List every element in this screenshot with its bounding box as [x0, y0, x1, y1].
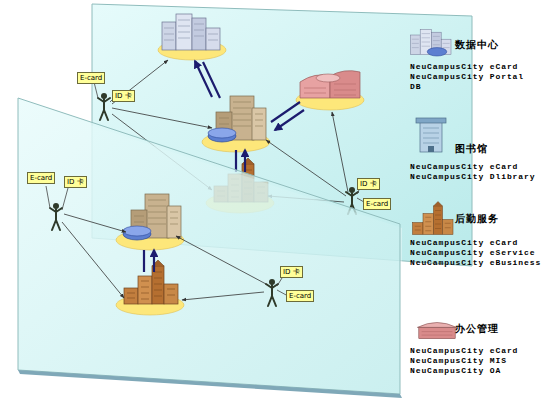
product-name: NeuCampusCity eCard: [410, 162, 518, 172]
bold-double-arrow: [236, 150, 245, 172]
product-name: NeuCampusCity eCard: [410, 238, 518, 248]
service-building: [124, 260, 178, 304]
bold-double-arrow: [144, 250, 154, 272]
sign-text: E-card: [30, 173, 52, 183]
card-sign: ID 卡: [357, 178, 380, 190]
product-name: DB: [410, 82, 421, 92]
center-building: [208, 96, 266, 142]
product-name: NeuCampusCity eCard: [410, 346, 518, 356]
front-panel: [18, 98, 400, 394]
center-building: [123, 194, 181, 240]
access-line: [62, 222, 124, 298]
product-name: NeuCampusCity eService: [410, 248, 535, 258]
product-name: NeuCampusCity eCard: [410, 62, 518, 72]
legend-heading: 数据中心: [455, 38, 499, 52]
access-line: [332, 112, 348, 192]
card-sign: E-card: [363, 198, 391, 210]
sign-text: E-card: [80, 73, 102, 83]
product-name: NeuCampusCity OA: [410, 366, 501, 376]
card-sign: ID 卡: [280, 266, 303, 278]
card-sign: E-card: [77, 72, 105, 84]
card-sign: ID 卡: [64, 176, 87, 188]
legend-heading: 办公管理: [455, 322, 499, 336]
person: [266, 279, 278, 306]
product-name: NeuCampusCity eBusiness: [410, 258, 541, 268]
office-icon: [417, 323, 456, 339]
access-line: [64, 214, 126, 232]
person: [98, 93, 110, 120]
product-name: NeuCampusCity Dlibrary: [410, 172, 535, 182]
card-sign: E-card: [286, 290, 314, 302]
person: [50, 203, 62, 230]
library-icon: [416, 118, 446, 152]
product-name: NeuCampusCity Portal: [410, 72, 524, 82]
bold-double-arrow: [271, 102, 304, 130]
access-line: [182, 292, 264, 300]
office-building: [300, 71, 360, 98]
access-line: [176, 236, 266, 284]
service-icon: [413, 202, 454, 235]
panel-edge: [18, 370, 402, 398]
sign-text: ID 卡: [67, 177, 84, 187]
front-panel-scene: [46, 186, 288, 315]
sign-stick: [46, 186, 68, 210]
sign-text: ID 卡: [283, 267, 300, 277]
sign-text: E-card: [289, 291, 311, 301]
data-center-icon: [410, 29, 451, 56]
card-sign: ID 卡: [112, 90, 135, 102]
access-line: [112, 60, 168, 104]
bold-double-arrow: [195, 61, 220, 98]
card-sign: E-card: [27, 172, 55, 184]
product-name: NeuCampusCity MIS: [410, 356, 507, 366]
legend-heading: 后勤服务: [455, 212, 499, 226]
data-center-building: [162, 14, 220, 50]
sign-text: ID 卡: [360, 179, 377, 189]
sign-text: E-card: [366, 199, 388, 209]
sign-text: ID 卡: [115, 91, 132, 101]
legend-heading: 图书馆: [455, 142, 488, 156]
